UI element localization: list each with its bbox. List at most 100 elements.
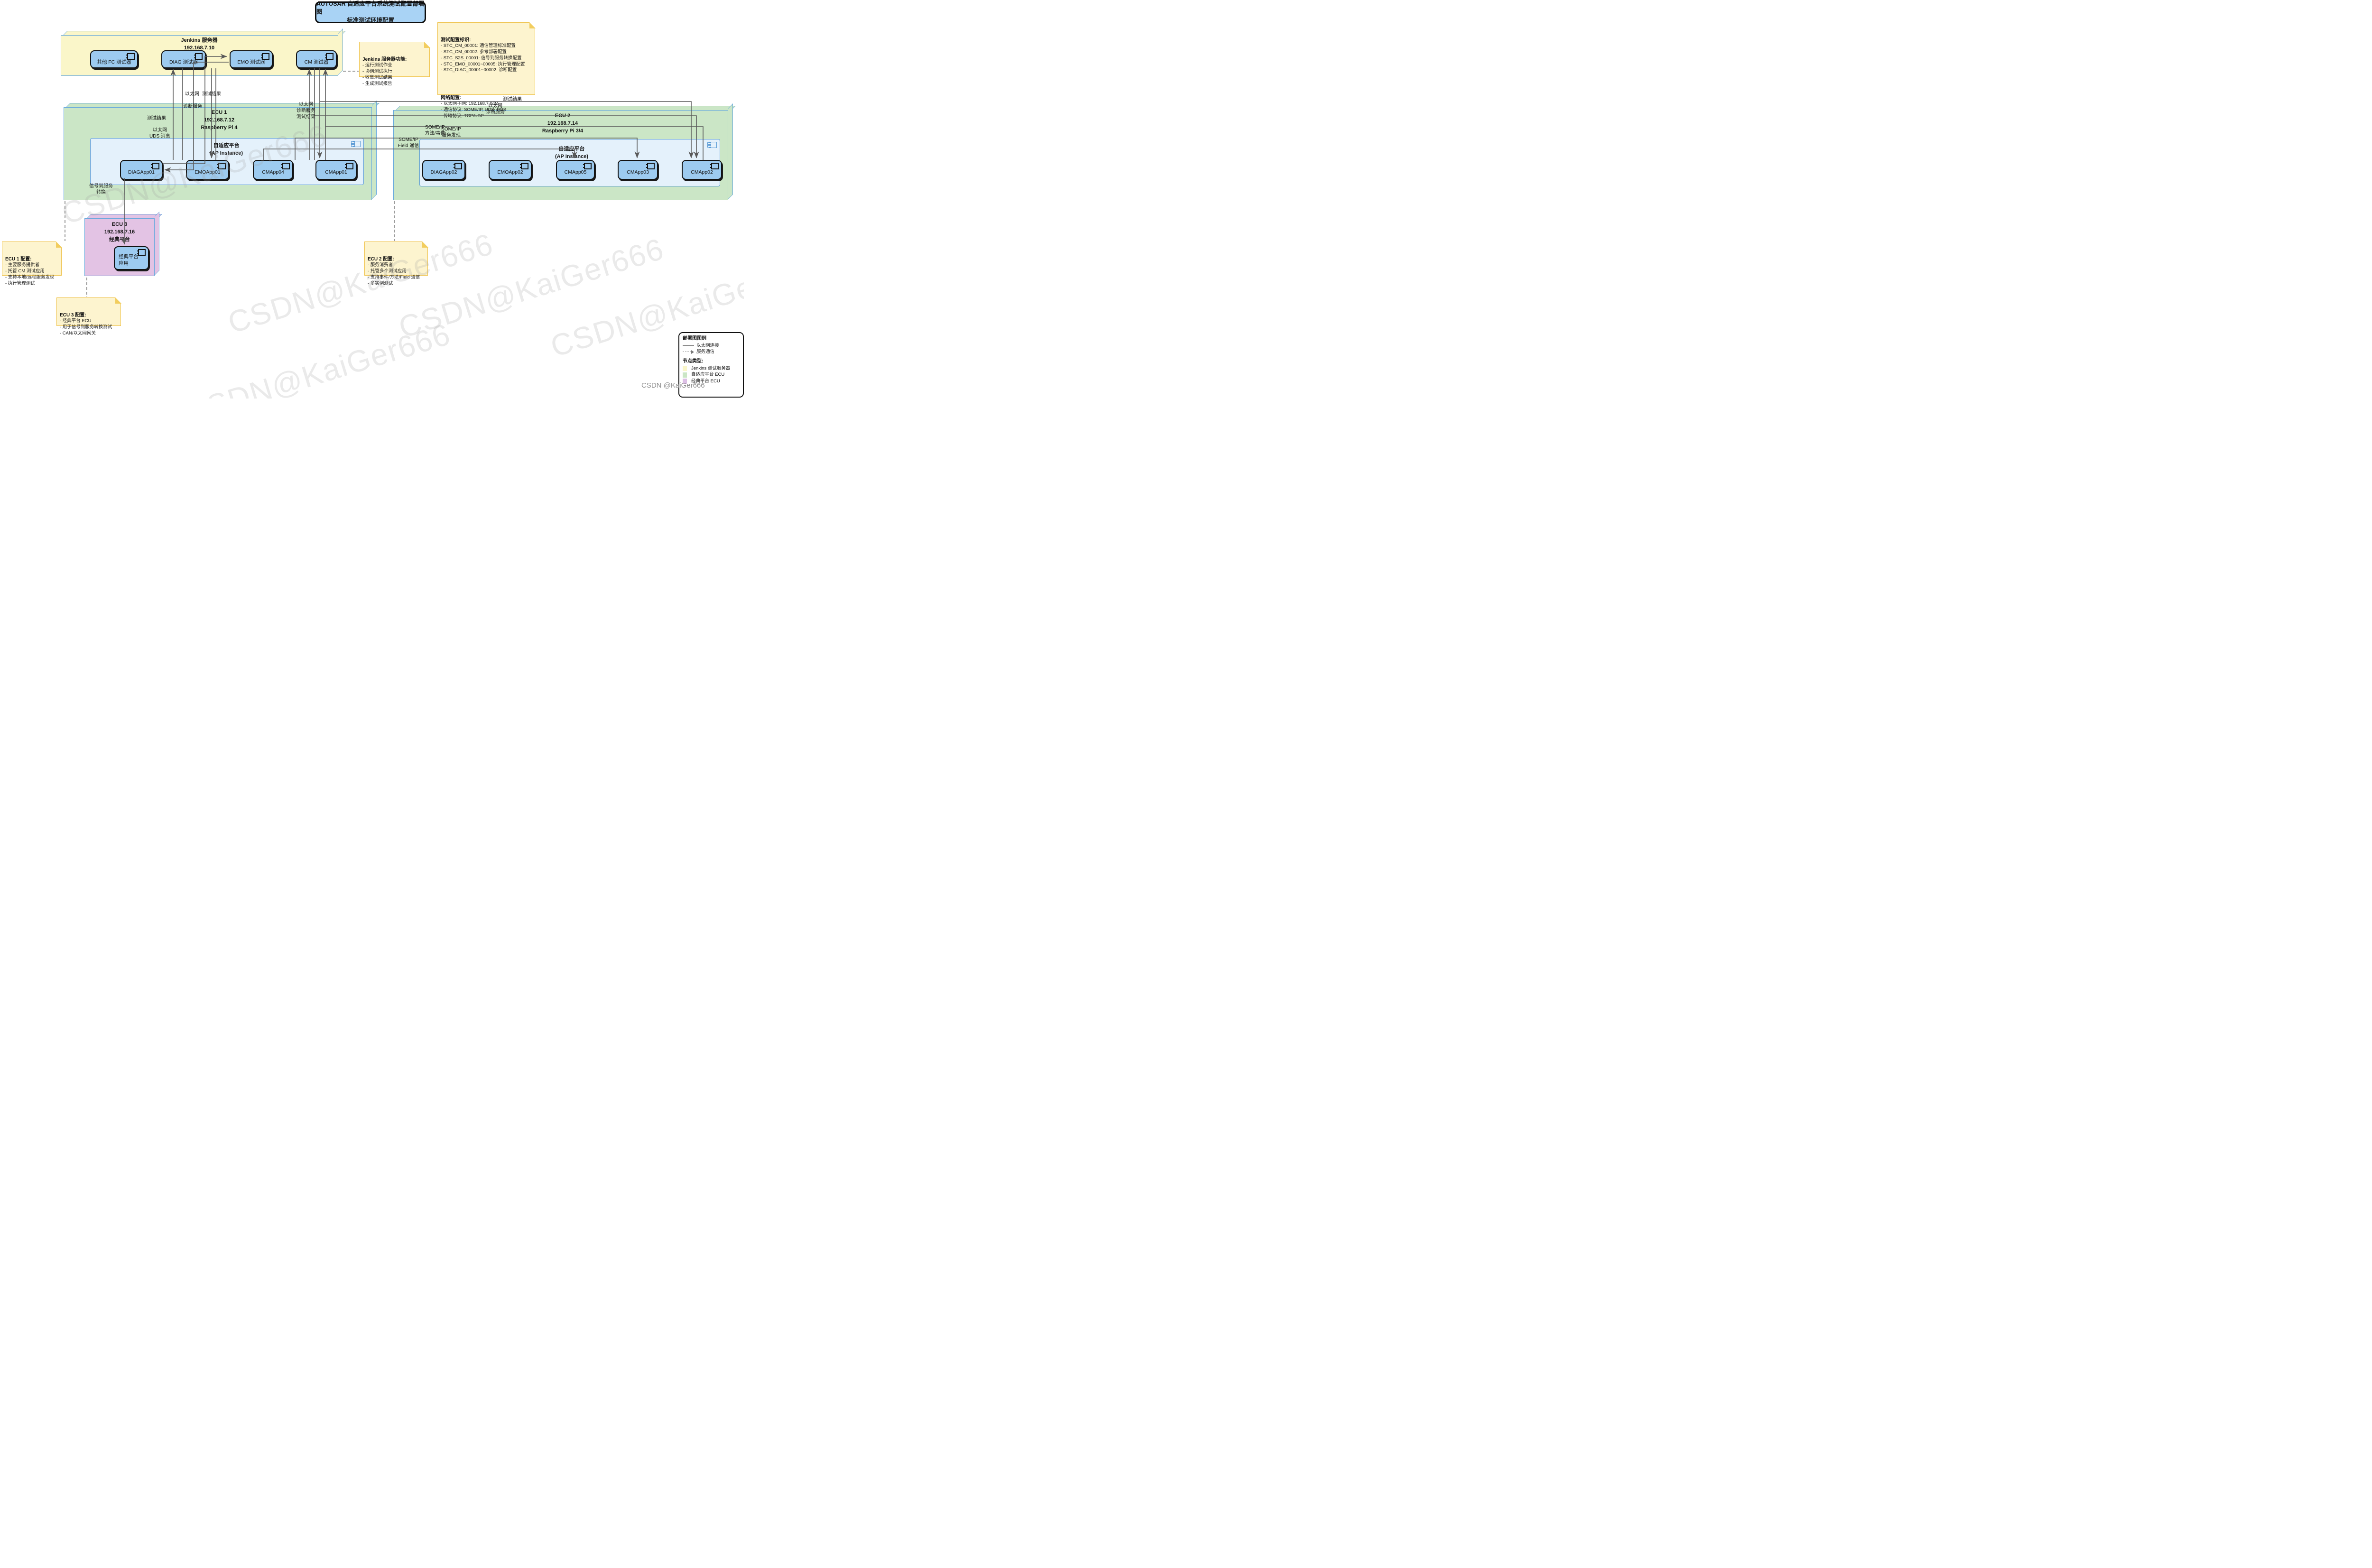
component-emoapp01: EMOApp01 <box>186 160 229 180</box>
legend-title: 部署图图例 <box>683 336 706 341</box>
component-label: DIAGApp01 <box>128 169 155 175</box>
component-icon <box>707 142 717 148</box>
component-diag-tester: DIAG 测试器 <box>161 50 206 68</box>
ecu3-header: ECU 3 192.168.7.16 经典平台 <box>104 222 135 242</box>
edge-label-someip-sd: SOME/IP 服务发现 <box>441 127 461 138</box>
green-swatch <box>683 372 687 378</box>
component-icon <box>583 163 592 169</box>
component-diagapp02: DIAGApp02 <box>422 160 465 180</box>
solid-line-sample <box>683 345 694 346</box>
component-diagapp01: DIAGApp01 <box>120 160 163 180</box>
note-title: ECU 3 配置: <box>60 312 86 318</box>
purple-swatch <box>683 379 687 384</box>
ecu1-header: ECU 1 192.168.7.12 Raspberry Pi 4 <box>201 110 238 130</box>
component-emoapp02: EMOApp02 <box>489 160 532 180</box>
component-label: 其他 FC 测试器 <box>97 59 131 65</box>
component-fc-tester: 其他 FC 测试器 <box>90 50 138 68</box>
component-cmapp02: CMApp02 <box>682 160 722 180</box>
component-cmapp04: CMApp04 <box>253 160 293 180</box>
legend-type-label: 经典平台 ECU <box>691 379 720 384</box>
watermark: CSDN@KaiGer666 <box>224 226 498 340</box>
watermark: CSDN@KaiGer666 <box>395 231 668 345</box>
component-label: EMO 测试器 <box>237 59 265 65</box>
component-icon <box>351 141 361 147</box>
component-icon <box>137 249 146 256</box>
jenkins-header: Jenkins 服务器 192.168.7.10 <box>181 37 218 51</box>
legend-type-label: Jenkins 测试服务器 <box>691 365 731 371</box>
component-cmapp03: CMApp03 <box>618 160 658 180</box>
ecu2-ap-label: 自适应平台 (AP Instance) <box>555 146 589 159</box>
component-icon <box>520 163 528 169</box>
yellow-swatch <box>683 365 687 371</box>
component-icon <box>281 163 290 169</box>
component-label: CMApp03 <box>627 169 649 175</box>
edge-label-diag-service: 诊断服务 <box>183 104 202 109</box>
ecu1-ap-label: 自适应平台 (AP Instance) <box>209 143 243 156</box>
legend: 部署图图例 以太网连接 服务通信 节点类型: Jenkins 测试服务器 自适应… <box>678 332 744 398</box>
dashed-arrow-sample <box>683 350 694 354</box>
legend-service-label: 服务通信 <box>696 349 715 355</box>
note-body: - STC_CM_00001: 通信管理标准配置 - STC_CM_00002:… <box>441 43 525 73</box>
watermark-corner: CSDN @KaiGer666 <box>641 381 705 390</box>
legend-ethernet-row: 以太网连接 <box>683 343 740 349</box>
note-title: Jenkins 服务器功能: <box>362 56 407 62</box>
node-3d-side <box>155 212 159 275</box>
legend-type-row: Jenkins 测试服务器 <box>683 365 740 372</box>
component-icon <box>261 53 269 60</box>
note-test-config: 测试配置标识:- STC_CM_00001: 通信管理标准配置 - STC_CM… <box>437 22 536 119</box>
deployment-diagram: CSDN@KaiGer666 CSDN@KaiGer666 CSDN@KaiGe… <box>0 0 744 399</box>
edge-label-ethernet-uds: 以太网 UDS 消息 <box>149 128 170 139</box>
note-title: ECU 1 配置: <box>5 256 32 262</box>
component-icon <box>454 163 462 169</box>
node-3d-side <box>338 28 343 75</box>
component-icon <box>646 163 655 169</box>
component-label: CMApp05 <box>564 169 587 175</box>
component-icon <box>710 163 719 169</box>
edge-label-test-result: 测试结果 <box>147 116 166 121</box>
component-cmapp01: CMApp01 <box>315 160 357 180</box>
edge-label-signal-to-service: 信号到服务 转换 <box>89 184 113 195</box>
note-title: 测试配置标识: <box>441 37 471 43</box>
edge-label-test-result: 测试结果 <box>202 92 221 97</box>
legend-node-types-title: 节点类型: <box>683 359 704 364</box>
note-jenkins-functions: Jenkins 服务器功能:- 运行测试作业 - 协调测试执行 - 收集测试结果… <box>359 41 430 86</box>
component-label: EMOApp02 <box>497 169 523 175</box>
legend-type-row: 经典平台 ECU <box>683 378 740 385</box>
component-emo-tester: EMO 测试器 <box>230 50 273 68</box>
note-ecu3-config: ECU 3 配置:- 经典平台 ECU - 用于信号到服务转换测试 - CAN/… <box>56 297 121 336</box>
note-title: ECU 2 配置: <box>368 256 394 262</box>
note-ecu1-config: ECU 1 配置:- 主要服务提供者 - 托管 CM 测试应用 - 支持本地/远… <box>2 241 62 286</box>
node-3d-side <box>728 103 733 199</box>
component-classic-app: 经典平台 应用 <box>114 246 149 270</box>
edge-label-eth-diag-result: 以太网 诊断服务 测试结果 <box>296 102 315 120</box>
component-label: CMApp02 <box>691 169 713 175</box>
note-ecu2-config: ECU 2 配置:- 服务消费者 - 托管多个测试应用 - 支持事件/方法/Fi… <box>364 241 428 286</box>
note-body: - 服务消费者 - 托管多个测试应用 - 支持事件/方法/Field 通信 - … <box>368 262 420 286</box>
component-icon <box>151 163 159 169</box>
component-label: CMApp04 <box>262 169 284 175</box>
component-icon <box>194 53 203 60</box>
component-label: CM 测试器 <box>304 59 329 65</box>
note-title2: 网络配置: <box>441 95 462 101</box>
component-label: EMOApp01 <box>195 169 221 175</box>
component-icon <box>217 163 226 169</box>
component-cmapp05: CMApp05 <box>556 160 595 180</box>
edge-label-ethernet: 以太网 <box>185 92 199 97</box>
component-cm-tester: CM 测试器 <box>296 50 337 68</box>
legend-ethernet-label: 以太网连接 <box>696 343 719 348</box>
diagram-title-line2: 标准测试环境配置 <box>346 17 394 24</box>
component-label: 经典平台 应用 <box>119 254 139 266</box>
edge-label-eth-diag: 以太网 诊断服务 <box>486 103 505 115</box>
component-icon <box>126 53 135 60</box>
note-body: - 经典平台 ECU - 用于信号到服务转换测试 - CAN/以太网网关 <box>60 318 112 336</box>
legend-type-label: 自适应平台 ECU <box>691 372 725 378</box>
note-body: - 主要服务提供者 - 托管 CM 测试应用 - 支持本地/远程服务发现 - 执… <box>5 262 55 286</box>
watermark: CSDN@KaiGer666 <box>181 316 455 399</box>
edge-label-someip-field: SOME/IP Field 通信 <box>398 137 419 148</box>
diagram-title: AUTOSAR 自适应平台系统测试配置部署图 标准测试环境配置 <box>315 0 426 24</box>
node-3d-side <box>372 101 377 199</box>
note-body: - 运行测试作业 - 协调测试执行 - 收集测试结果 - 生成测试报告 <box>362 63 392 86</box>
legend-service-row: 服务通信 <box>683 349 740 355</box>
component-icon <box>325 53 334 60</box>
component-label: CMApp01 <box>325 169 347 175</box>
